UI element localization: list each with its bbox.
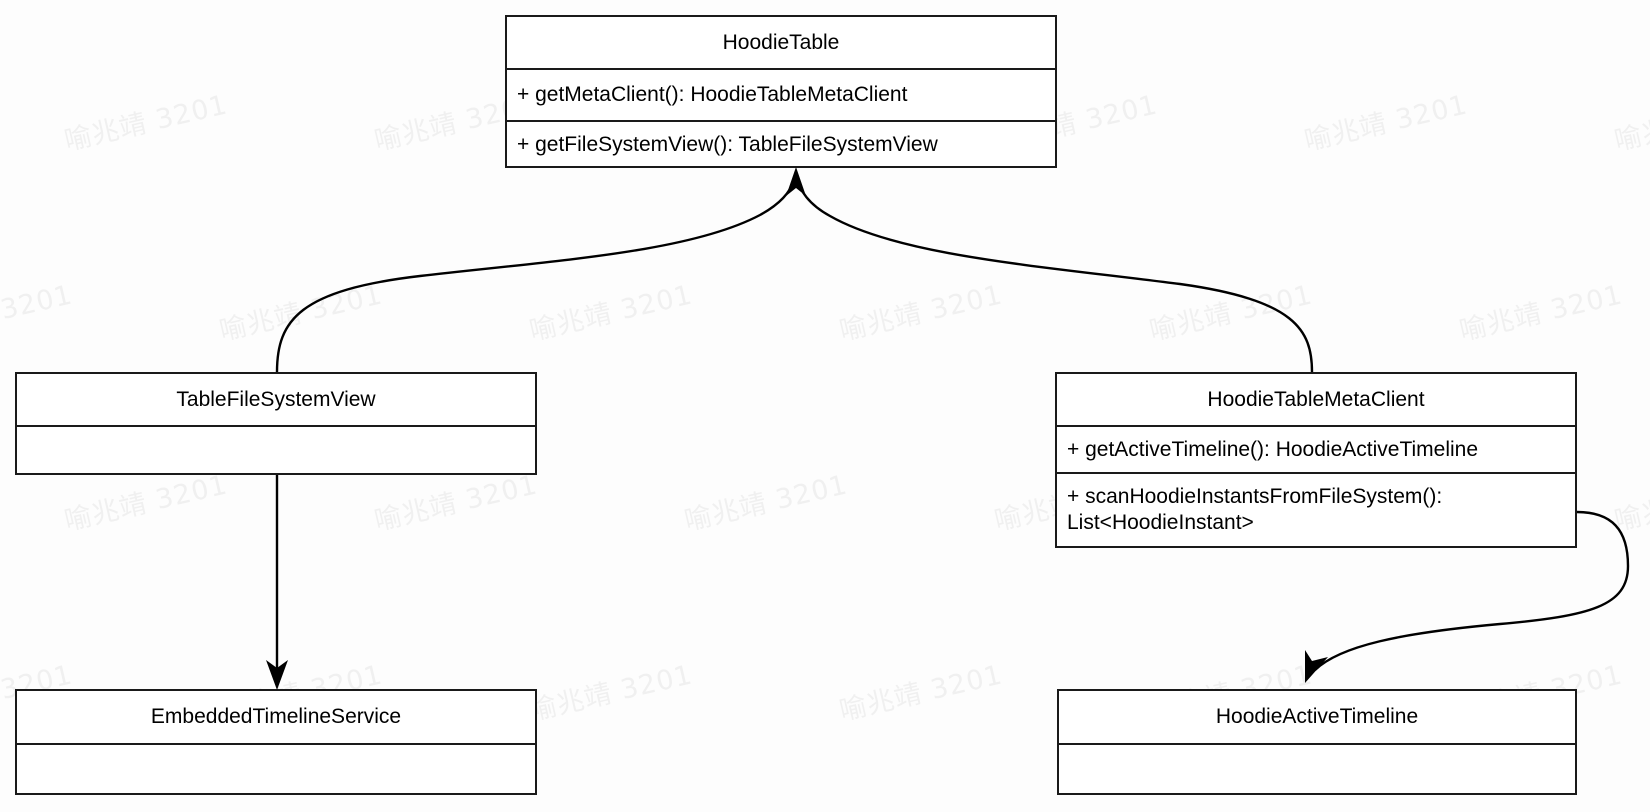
arrowhead-into-hoodie-table [786, 167, 806, 196]
relation-hoodie-table-meta-client-to-hoodie-table [796, 179, 1314, 373]
member-text: + getFileSystemView(): TableFileSystemVi… [517, 133, 938, 157]
class-member-hoodie-active-timeline-0 [1059, 743, 1575, 793]
watermark-text: 喻兆靖 3201 [836, 279, 1006, 348]
class-title-hoodie-active-timeline: HoodieActiveTimeline [1059, 691, 1575, 743]
class-box-hoodie-table-meta-client[interactable]: HoodieTableMetaClient + getActiveTimelin… [1055, 372, 1577, 548]
watermark-text: 喻兆靖 3201 [1456, 279, 1626, 348]
relation-table-file-system-view-to-hoodie-table [275, 179, 796, 373]
class-name-text: TableFileSystemView [176, 387, 376, 411]
class-member-hoodie-table-meta-client-0: + getActiveTimeline(): HoodieActiveTimel… [1057, 425, 1575, 472]
class-box-hoodie-table[interactable]: HoodieTable + getMetaClient(): HoodieTab… [505, 15, 1057, 168]
watermark-text: 喻兆靖 3201 [681, 469, 851, 538]
watermark-text: 喻兆靖 3201 [526, 279, 696, 348]
member-text: + scanHoodieInstantsFromFileSystem(): Li… [1067, 485, 1443, 534]
arrowhead-into-embedded-timeline-service [266, 660, 288, 690]
watermark-text: 喻兆靖 3201 [1611, 89, 1650, 158]
watermark-text: 喻兆靖 3201 [0, 279, 76, 347]
class-member-table-file-system-view-0 [17, 425, 535, 473]
class-member-hoodie-table-0: + getMetaClient(): HoodieTableMetaClient [507, 68, 1055, 120]
class-member-hoodie-table-meta-client-1: + scanHoodieInstantsFromFileSystem(): Li… [1057, 472, 1575, 546]
class-member-hoodie-table-1: + getFileSystemView(): TableFileSystemVi… [507, 120, 1055, 168]
member-text: + getActiveTimeline(): HoodieActiveTimel… [1067, 437, 1479, 461]
arrowhead-into-hoodie-active-timeline [1305, 650, 1328, 683]
class-name-text: EmbeddedTimelineService [150, 705, 402, 728]
class-member-embedded-timeline-service-0 [17, 743, 535, 793]
class-name-text: HoodieTableMetaClient [1207, 387, 1425, 411]
watermark-text: 喻兆靖 3201 [526, 659, 696, 728]
class-name-text: HoodieTable [722, 30, 840, 54]
watermark-text: 喻兆靖 3201 [1301, 89, 1471, 158]
watermark-text: 喻兆靖 3201 [1611, 469, 1650, 538]
watermark-text: 喻兆靖 3201 [836, 659, 1006, 728]
class-box-table-file-system-view[interactable]: TableFileSystemView [15, 372, 537, 475]
class-title-embedded-timeline-service: EmbeddedTimelineService [17, 691, 535, 743]
member-text: + getMetaClient(): HoodieTableMetaClient [517, 83, 908, 107]
class-title-hoodie-table: HoodieTable [507, 17, 1055, 68]
watermark-text: 喻兆靖 3201 [216, 279, 386, 348]
class-title-table-file-system-view: TableFileSystemView [17, 374, 535, 425]
watermark-text: 喻兆靖 3201 [61, 89, 231, 158]
class-box-embedded-timeline-service[interactable]: EmbeddedTimelineService [15, 689, 537, 795]
class-name-text: HoodieActiveTimeline [1215, 705, 1419, 728]
class-title-hoodie-table-meta-client: HoodieTableMetaClient [1057, 374, 1575, 425]
class-box-hoodie-active-timeline[interactable]: HoodieActiveTimeline [1057, 689, 1577, 795]
watermark-text: 喻兆靖 3201 [1146, 279, 1316, 348]
